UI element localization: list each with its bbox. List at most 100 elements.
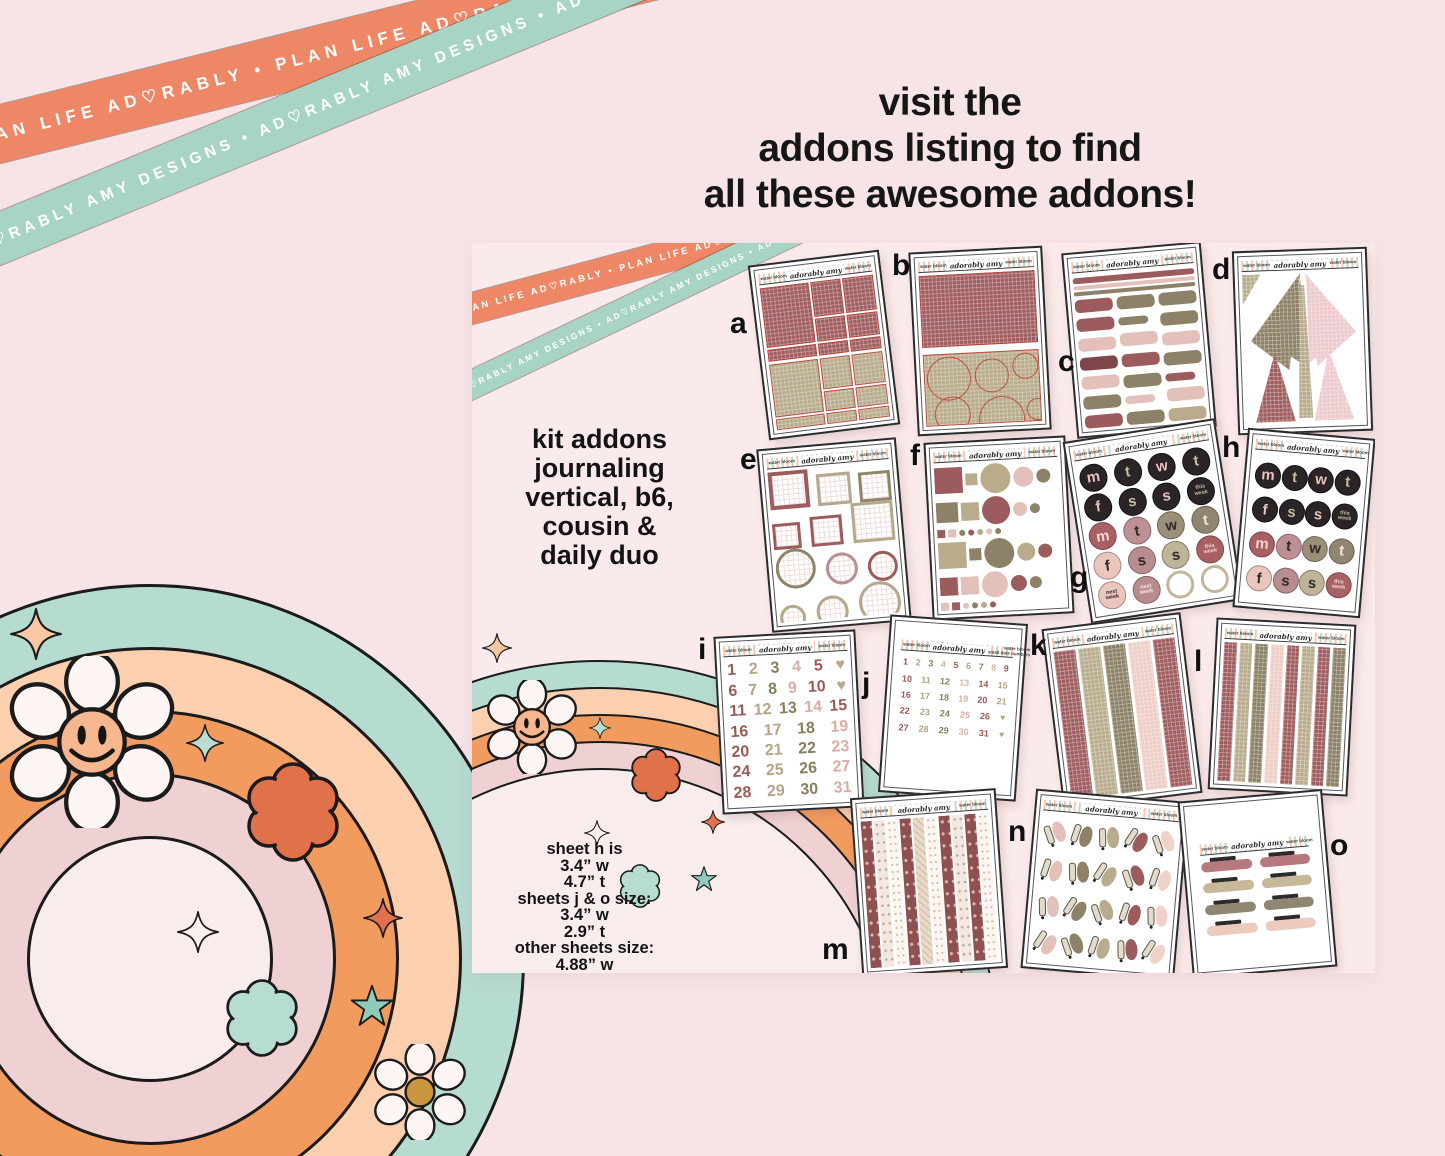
sheet-label-f: f: [910, 439, 920, 472]
kit-line: vertical, b6,: [525, 482, 674, 512]
day-dot: [1198, 563, 1231, 596]
day-dot: t: [1111, 456, 1144, 489]
date-number: 4: [940, 659, 947, 670]
day-dot: next week: [1096, 579, 1129, 612]
date-number: 30: [958, 726, 970, 737]
date-number: 6: [965, 661, 972, 672]
day-dot: s: [1298, 569, 1327, 598]
date-number: 8: [767, 680, 778, 698]
date-number: 5: [953, 660, 959, 671]
date-number: 7: [747, 681, 758, 699]
day-dot: s: [1159, 539, 1192, 572]
date-number: 16: [730, 722, 749, 741]
date-number: 24: [939, 708, 951, 720]
date-number: 1: [902, 656, 909, 668]
star-icon: [349, 983, 395, 1029]
sparkle-icon: [701, 810, 725, 834]
smiley-daisy-icon: [6, 656, 178, 828]
day-dot: t: [1121, 515, 1154, 548]
date-number: 9: [1003, 663, 1010, 675]
washi-strip-stickers: [1217, 641, 1347, 788]
day-dot: f: [1082, 491, 1115, 524]
day-dot: this week: [1324, 571, 1353, 600]
sheet-label-e: e: [740, 443, 757, 476]
plaid-box-sticker: [918, 270, 1039, 349]
date-number: 10: [807, 677, 827, 696]
date-number: 8: [990, 662, 997, 674]
sparkle-icon: [10, 608, 62, 660]
day-dot: m: [1247, 530, 1277, 559]
brush-stroke-stickers: [1072, 266, 1208, 429]
heading-line: addons listing to find: [758, 127, 1142, 170]
day-dot: m: [1086, 520, 1119, 553]
sheet-label-i: i: [698, 633, 707, 666]
date-number: 2: [748, 660, 759, 679]
date-number: 29: [938, 724, 950, 736]
kit-line: daily duo: [540, 540, 659, 570]
date-number: 18: [938, 692, 950, 703]
date-number: 3: [770, 659, 780, 678]
day-dot: s: [1125, 544, 1158, 577]
sheet-label-a: a: [730, 307, 747, 340]
date-number: 28: [733, 783, 752, 802]
angled-strip-stickers: [1242, 271, 1364, 426]
date-number: 21: [764, 741, 784, 760]
sheet-label-l: l: [1194, 645, 1203, 678]
patterned-washi-stickers: [860, 812, 999, 969]
day-dot: t: [1274, 532, 1303, 561]
sheet-label-g: g: [1070, 561, 1089, 594]
date-number: 31: [833, 778, 852, 797]
day-dot: s: [1271, 566, 1300, 596]
date-number: 15: [828, 697, 848, 715]
day-dot: this week: [1194, 533, 1227, 566]
sparkle-icon: [186, 724, 224, 762]
date-number: 19: [957, 693, 969, 705]
date-number: 12: [939, 675, 951, 687]
sheet-sizes: sheet h is 3.4” w 4.7” t sheets j & o si…: [472, 841, 697, 973]
washi-strip-stickers: [1053, 637, 1193, 800]
size-line: sheet h is: [546, 840, 623, 858]
brand-logo: adorably amy: [1270, 258, 1330, 270]
sparkle-icon: [589, 717, 611, 739]
date-number: 23: [831, 737, 850, 756]
size-line: 3.4” w: [560, 906, 609, 924]
sheet-label-h: h: [1222, 431, 1241, 464]
brand-logo: adorably amy: [946, 258, 1006, 271]
day-dot: s: [1150, 480, 1183, 513]
date-number: 13: [958, 677, 970, 688]
kit-line: kit addons: [531, 424, 667, 454]
date-number: 11: [728, 702, 747, 721]
size-line: 3.4” w: [560, 856, 609, 875]
heading-line: all these awesome addons!: [703, 173, 1197, 216]
day-dot: f: [1250, 495, 1280, 524]
flower-icon: [629, 748, 683, 802]
addons-panel: PLAN LIFE AD♡RABLY • PLAN LIFE AD♡RABLY …: [472, 243, 1375, 973]
date-number: 22: [797, 739, 817, 758]
date-number: 13: [778, 699, 798, 718]
plaid-box-stickers: [759, 274, 882, 363]
day-dot: w: [1301, 534, 1330, 563]
date-number: 26: [979, 711, 991, 722]
day-dot: s: [1304, 500, 1333, 529]
plaid-circle-stickers: [922, 348, 1043, 427]
date-number: 26: [798, 759, 818, 778]
heading-line: visit the: [878, 81, 1022, 124]
date-number: 2: [915, 657, 922, 668]
size-line: 4.88” w: [555, 955, 614, 973]
daisy-icon: [372, 1044, 468, 1140]
sheet-label-o: o: [1330, 829, 1349, 862]
day-dot: [1164, 568, 1197, 601]
day-dot: f: [1244, 564, 1274, 593]
